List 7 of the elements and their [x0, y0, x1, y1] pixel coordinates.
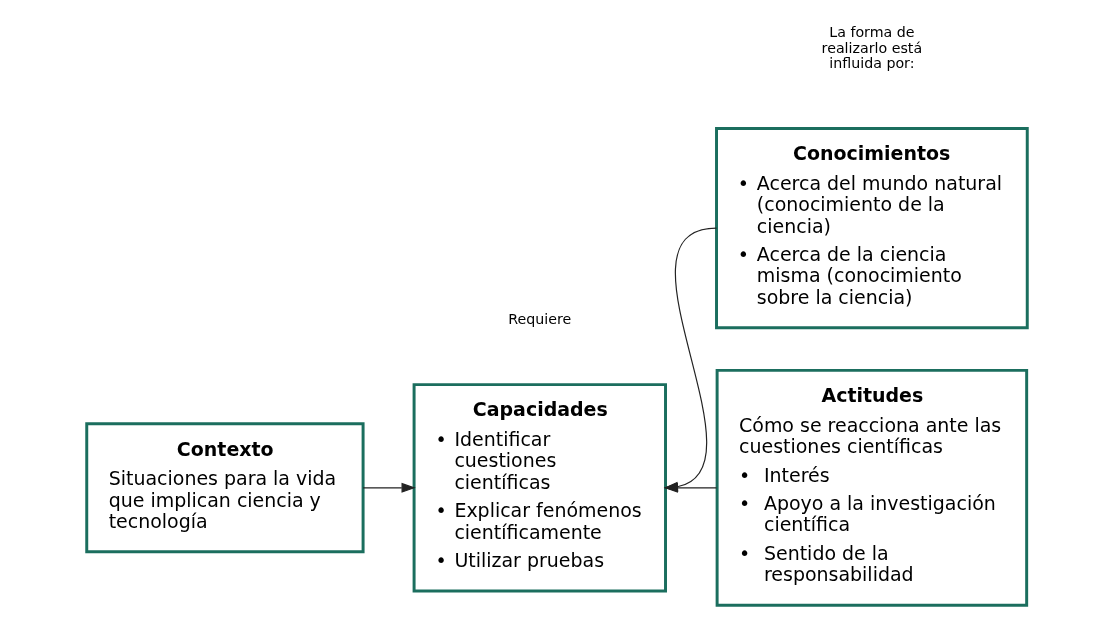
node-box: Contexto Situaciones para la vida que implican ciencia y tecnología: [85, 422, 365, 554]
arrow: [362, 482, 416, 493]
label: Requiere: [508, 311, 572, 328]
node-box: Capacidades • Identificar cuestiones científicas • Explicar fenómenos científicamente • Utilizar pruebas: [412, 383, 667, 593]
node-box: Actitudes Cómo se reacciona ante las cuestiones científicas • Interés • Apoyo a la investigación científica • Sentido de la responsabilidad: [715, 368, 1029, 607]
label: La forma de realizarlo está influida por:: [821, 24, 923, 72]
node-box: Conocimientos • Acerca del mundo natural (conocimiento de la ciencia) • Acerca de la ciencia misma (conocimiento sobre la ciencia): [715, 126, 1029, 330]
